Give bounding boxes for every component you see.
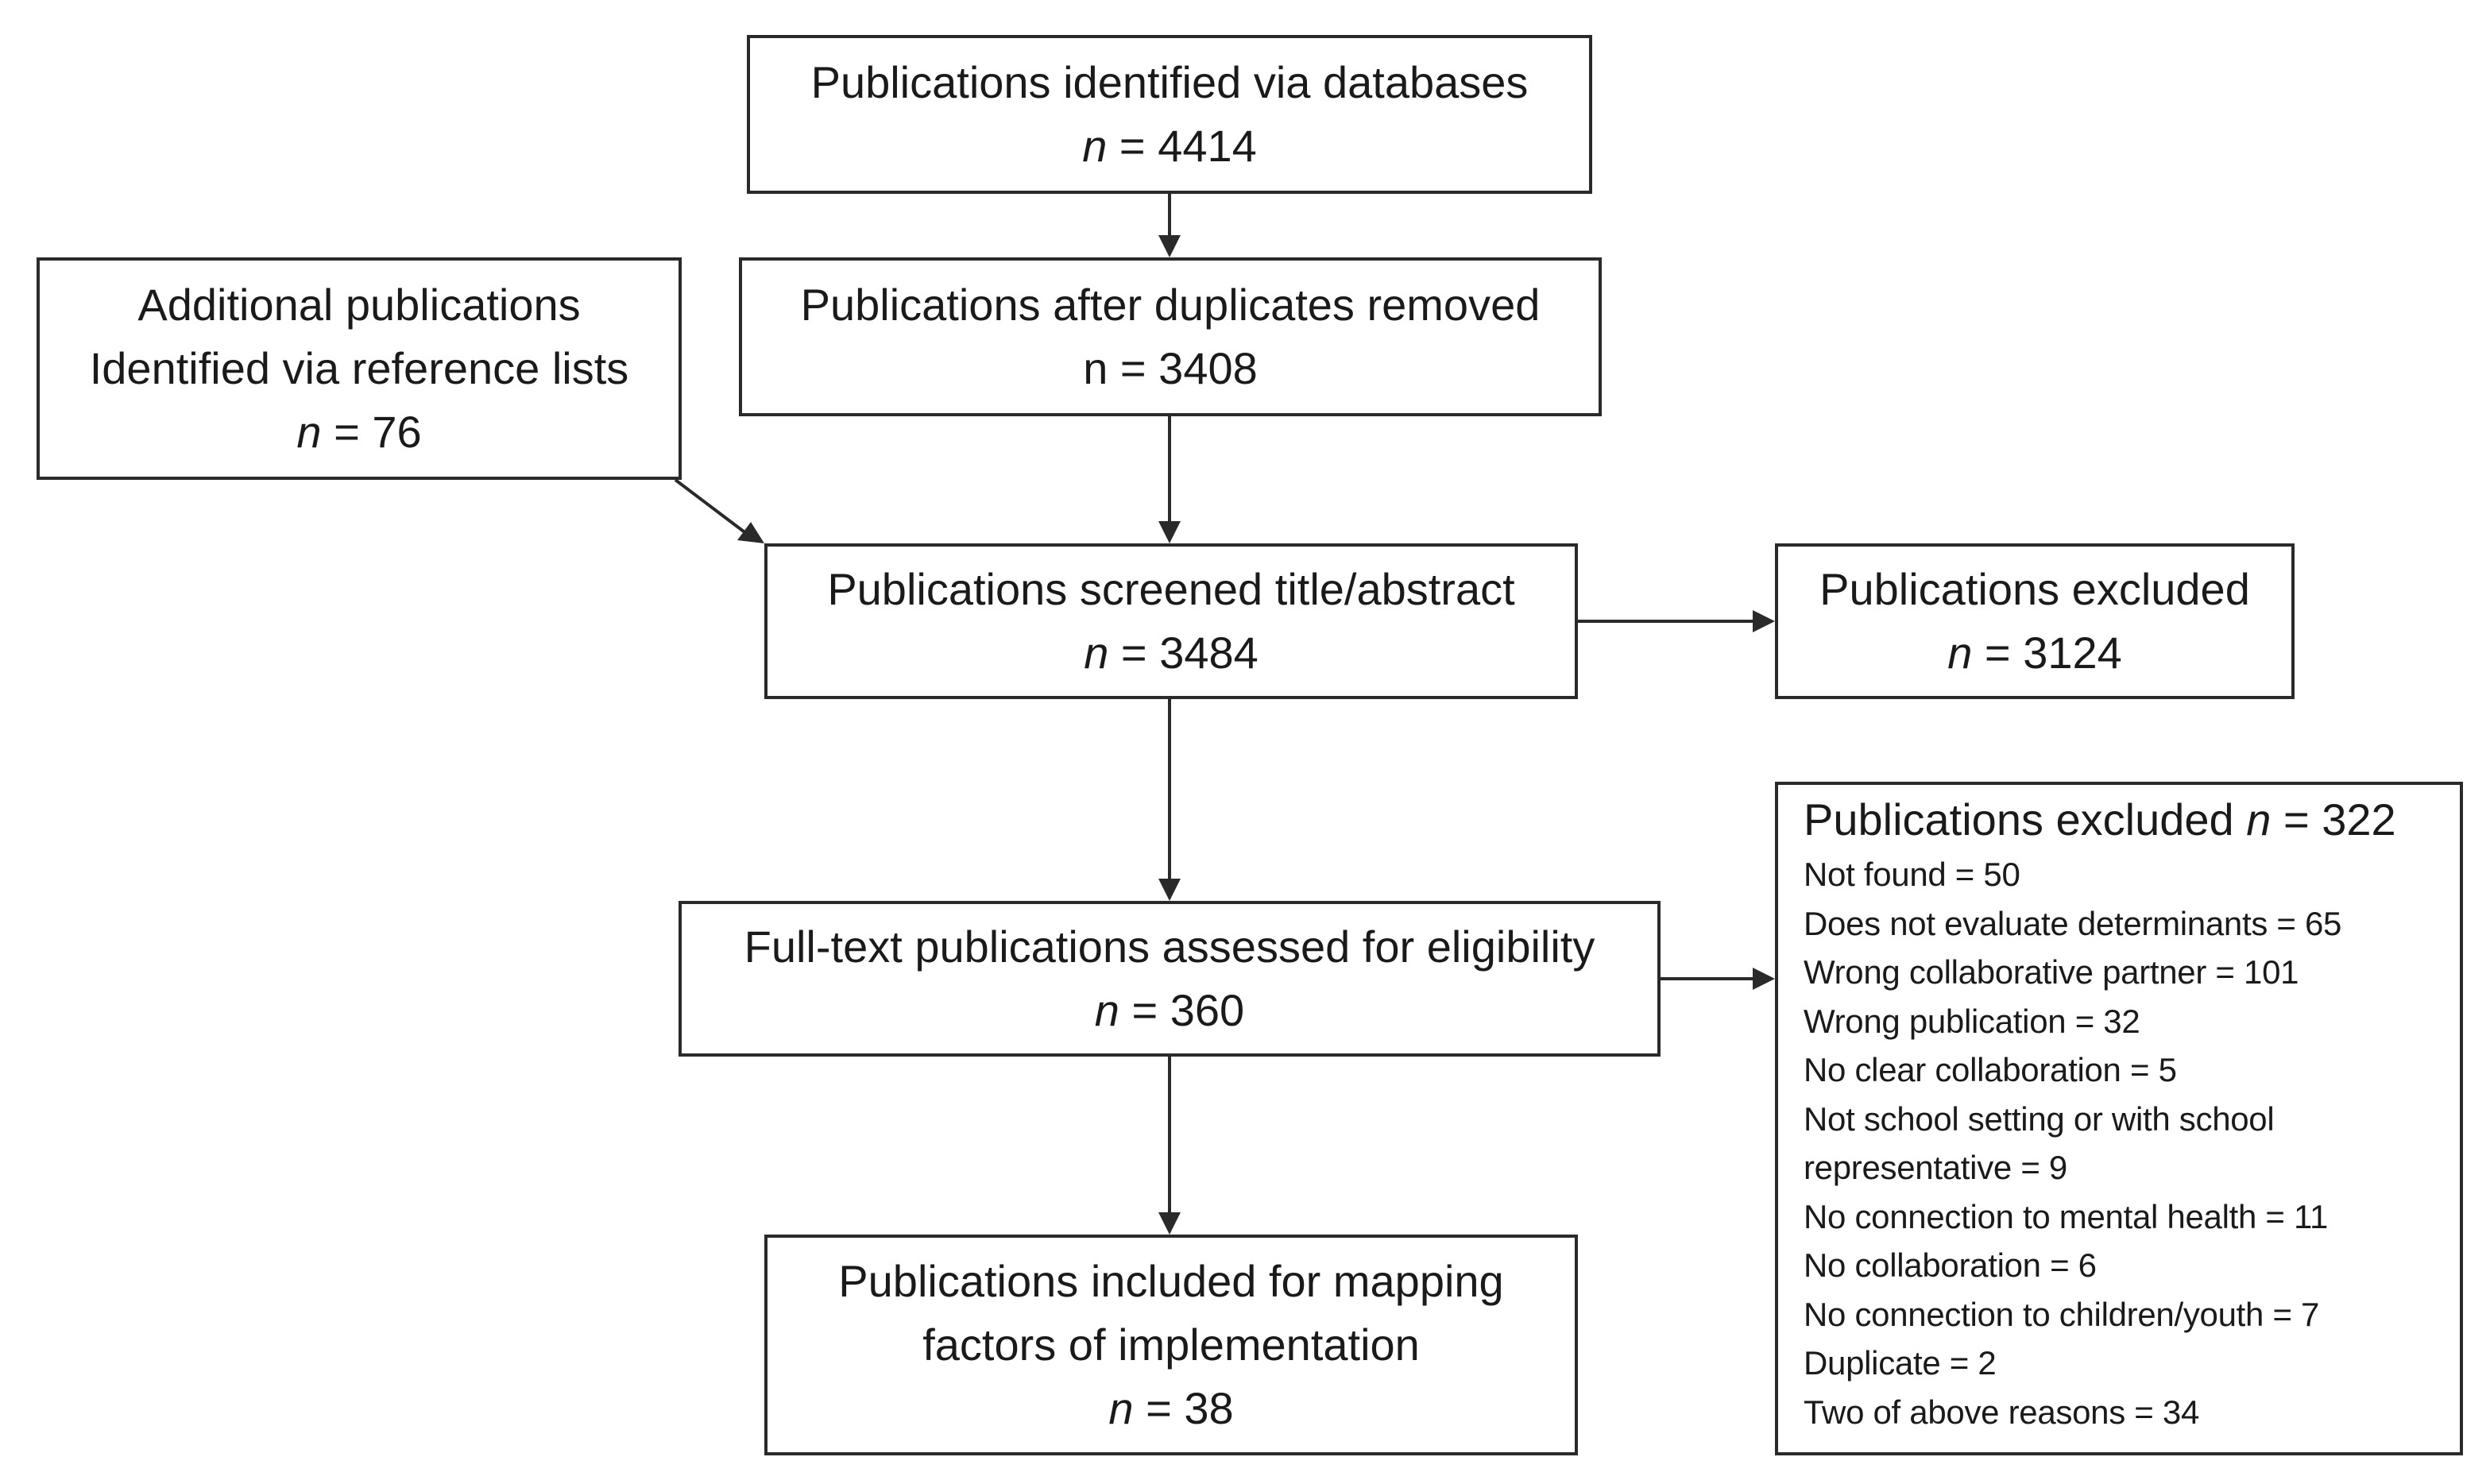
additional-publications-box: Additional publications Identified via r… bbox=[37, 257, 682, 480]
exclusion-reason: representative = 9 bbox=[1804, 1149, 2067, 1186]
identified-via-databases-box: Publications identified via databases n … bbox=[747, 35, 1592, 194]
after-duplicates-count: n = 3408 bbox=[1083, 343, 1258, 393]
excluded-full-text-heading: Publications excluded n = 322 bbox=[1804, 794, 2396, 844]
exclusion-reason: Two of above reasons = 34 bbox=[1804, 1393, 2199, 1431]
after-duplicates-box: Publications after duplicates removed n … bbox=[739, 257, 1602, 416]
excluded-screening-count: n = 3124 bbox=[1947, 628, 2122, 678]
full-text-assessed-box: Full-text publications assessed for elig… bbox=[679, 901, 1661, 1057]
arrow-duplicates-to-screened bbox=[1158, 416, 1181, 543]
exclusion-reason: Not found = 50 bbox=[1804, 856, 2020, 893]
exclusion-reason: No connection to mental health = 11 bbox=[1804, 1197, 2329, 1235]
additional-line1: Additional publications bbox=[137, 280, 581, 330]
arrow-additional-to-screened bbox=[674, 478, 764, 543]
full-text-label: Full-text publications assessed for elig… bbox=[744, 922, 1595, 972]
exclusion-reason: Not school setting or with school bbox=[1804, 1099, 2275, 1138]
screened-label: Publications screened title/abstract bbox=[827, 564, 1515, 614]
exclusion-reason: No clear collaboration = 5 bbox=[1804, 1051, 2177, 1088]
identified-count: n = 4414 bbox=[1082, 121, 1257, 171]
additional-line2: Identified via reference lists bbox=[89, 343, 629, 393]
excluded-screening-box: Publications excluded n = 3124 bbox=[1775, 543, 2295, 699]
included-line1: Publications included for mapping bbox=[838, 1256, 1504, 1306]
screened-box: Publications screened title/abstract n =… bbox=[764, 543, 1578, 699]
excluded-full-text-box: Publications excluded n = 322 Not found … bbox=[1775, 782, 2463, 1455]
included-count: n = 38 bbox=[1108, 1383, 1234, 1433]
arrow-identified-to-duplicates bbox=[1158, 194, 1181, 257]
full-text-count: n = 360 bbox=[1094, 985, 1245, 1035]
exclusion-reason: Wrong collaborative partner = 101 bbox=[1804, 953, 2299, 991]
excluded-screening-label: Publications excluded bbox=[1819, 564, 2250, 614]
identified-label: Publications identified via databases bbox=[810, 57, 1529, 107]
additional-count: n = 76 bbox=[296, 407, 422, 457]
included-line2: factors of implementation bbox=[922, 1320, 1420, 1370]
screened-count: n = 3484 bbox=[1084, 628, 1259, 678]
arrow-screened-to-excluded bbox=[1578, 610, 1775, 632]
exclusion-reason: No connection to children/youth = 7 bbox=[1804, 1295, 2320, 1333]
exclusion-reason: No collaboration = 6 bbox=[1804, 1246, 2097, 1284]
after-duplicates-label: Publications after duplicates removed bbox=[800, 280, 1541, 330]
exclusion-reason: Duplicate = 2 bbox=[1804, 1344, 1997, 1382]
arrow-full-text-to-excluded bbox=[1661, 968, 1775, 990]
included-box: Publications included for mapping factor… bbox=[764, 1235, 1578, 1455]
arrow-screened-to-full-text bbox=[1158, 699, 1181, 901]
arrow-full-text-to-included bbox=[1158, 1057, 1181, 1235]
exclusion-reason: Wrong publication = 32 bbox=[1804, 1002, 2140, 1040]
exclusion-reason: Does not evaluate determinants = 65 bbox=[1804, 904, 2342, 942]
